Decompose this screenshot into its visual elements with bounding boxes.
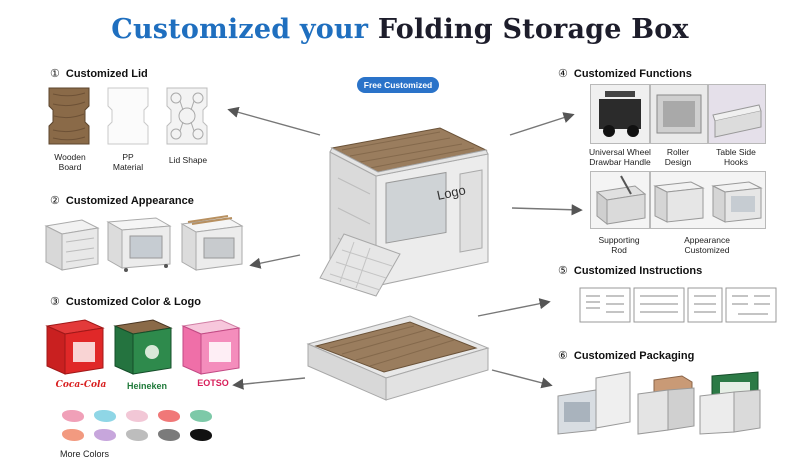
title-highlight: Customized your — [111, 14, 369, 45]
title-main: Folding Storage Box — [377, 14, 689, 45]
box-logo-text: Logo — [436, 182, 467, 203]
swatch-4[interactable] — [158, 410, 180, 422]
free-customized-badge[interactable]: Free Customized — [357, 77, 439, 93]
coca-cola-logo: Coca-Cola — [55, 380, 107, 390]
swatch-2[interactable] — [94, 410, 116, 422]
branded-boxes-image — [45, 319, 241, 375]
thumb-wheel-handle — [590, 84, 650, 144]
swatch-10[interactable] — [190, 429, 212, 441]
more-colors-label[interactable]: More Colors — [60, 449, 110, 459]
lid-shape-image — [166, 87, 208, 145]
swatch-6[interactable] — [62, 429, 84, 441]
heineken-logo: Heineken — [126, 381, 168, 391]
page-title: Customized your Folding Storage Box — [0, 14, 800, 45]
center-open-box-image: Logo — [319, 127, 489, 297]
packaging-boxes-image — [557, 371, 761, 435]
swatch-7[interactable] — [94, 429, 116, 441]
instruction-sheets-image — [579, 287, 777, 323]
swatch-5[interactable] — [190, 410, 212, 422]
swatch-3[interactable] — [126, 410, 148, 422]
thumb-side-hooks — [708, 84, 766, 144]
thumb-appearance-customized — [650, 171, 766, 229]
thumb-roller — [650, 84, 708, 144]
eotso-logo: EOTSO — [197, 378, 229, 388]
thumb-supporting-rod — [590, 171, 650, 229]
appearance-boxes-image — [44, 215, 244, 272]
swatch-8[interactable] — [126, 429, 148, 441]
center-folded-box-image — [306, 315, 490, 401]
swatch-9[interactable] — [158, 429, 180, 441]
wooden-board-image — [48, 87, 90, 145]
pp-material-image — [107, 87, 149, 145]
caption-lid-shape: Lid Shape — [168, 155, 208, 165]
swatch-1[interactable] — [62, 410, 84, 422]
